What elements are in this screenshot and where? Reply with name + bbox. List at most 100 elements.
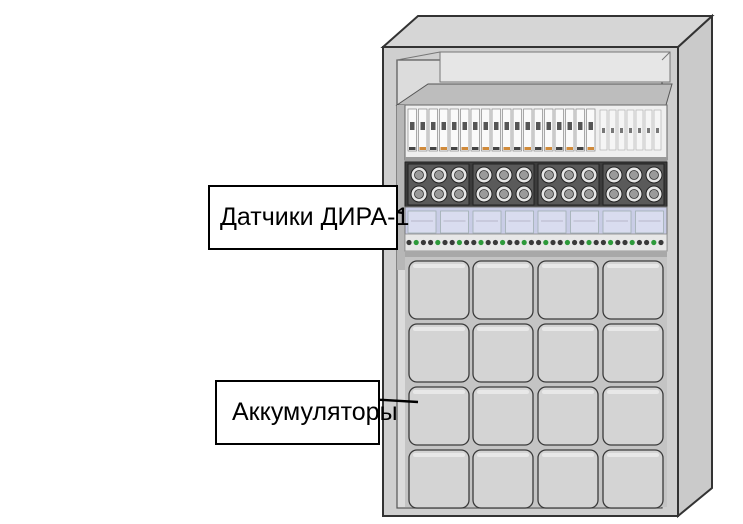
sensor-terminal: [557, 239, 563, 246]
battery-cell: [408, 323, 470, 383]
breaker-slot-toggle: [620, 128, 623, 133]
sensor-terminal: [420, 239, 426, 246]
sensor-module: [407, 210, 437, 234]
battery-cell: [537, 323, 599, 383]
breaker-terminal: [472, 147, 479, 150]
breaker-terminal: [545, 147, 552, 150]
battery-highlight: [607, 390, 659, 394]
fan-hub: [499, 170, 509, 180]
sensor-terminal: [536, 239, 542, 246]
battery-highlight: [607, 327, 659, 331]
battery-cell: [602, 323, 664, 383]
fan-hub: [479, 189, 489, 199]
batteries-label: Аккумуляторы: [232, 398, 398, 426]
breaker-terminal: [409, 147, 416, 150]
battery-cell: [472, 449, 534, 509]
sensor-terminal: [600, 239, 607, 246]
sensor-module: [570, 210, 599, 234]
battery-cell: [408, 386, 470, 446]
sensor-terminal: [456, 239, 462, 246]
sensor-terminal: [471, 239, 477, 246]
fan-hub: [414, 189, 424, 199]
fan-hub: [584, 189, 594, 199]
fan-hub: [649, 189, 659, 199]
breaker-toggle: [536, 122, 541, 130]
fan-hub: [609, 189, 619, 199]
breaker-terminal: [430, 147, 437, 150]
breaker-toggle: [431, 122, 436, 130]
fan-hub: [519, 189, 529, 199]
sensor-terminal: [442, 239, 448, 246]
breaker-toggle: [515, 122, 520, 130]
battery-highlight: [477, 390, 529, 394]
sensor-terminal: [406, 239, 412, 246]
battery-grid: [405, 257, 667, 509]
breaker-toggle: [441, 122, 446, 130]
fan-hub: [564, 170, 574, 180]
fan-hub: [434, 189, 444, 199]
battery-highlight: [477, 327, 529, 331]
breaker-terminal: [556, 147, 563, 150]
sensor-rail: [405, 251, 667, 257]
battery-cell: [537, 260, 599, 320]
batteries-label-box: Аккумуляторы: [215, 380, 398, 445]
breaker-terminal: [482, 147, 489, 150]
battery-cell: [602, 260, 664, 320]
cabinet-back-wall: [439, 51, 671, 83]
battery-cell: [472, 260, 534, 320]
sensor-terminal: [514, 239, 520, 246]
breaker-toggle: [567, 122, 572, 130]
battery-highlight: [542, 453, 594, 457]
sensor-terminal: [485, 239, 491, 246]
fan-hub: [564, 189, 574, 199]
sensor-terminal: [608, 239, 614, 246]
sensor-terminal: [449, 239, 455, 246]
cabinet: [380, 13, 715, 519]
sensor-module: [440, 210, 469, 234]
battery-highlight: [607, 264, 659, 268]
sensor-module: [537, 210, 567, 234]
sensor-terminal: [593, 239, 599, 246]
battery-cell: [537, 386, 599, 446]
fan-hub: [544, 189, 554, 199]
battery-highlight: [413, 327, 465, 331]
battery-cell: [602, 386, 664, 446]
fan-hub: [584, 170, 594, 180]
fan-hub: [434, 170, 444, 180]
fan-hub: [454, 170, 464, 180]
battery-highlight: [477, 264, 529, 268]
sensor-module: [505, 210, 534, 234]
fan-hub: [609, 170, 619, 180]
sensor-terminal: [543, 239, 549, 246]
breaker-toggle: [557, 122, 562, 130]
battery-highlight: [542, 327, 594, 331]
breaker-toggle: [588, 122, 593, 130]
breaker-terminal: [419, 147, 426, 150]
fan-hub: [629, 189, 639, 199]
breaker-terminal: [535, 147, 542, 150]
sensor-band: [404, 206, 668, 257]
battery-highlight: [477, 453, 529, 457]
sensor-terminal: [521, 239, 527, 246]
sensor-module: [635, 210, 664, 234]
sensor-terminal: [564, 239, 571, 246]
breaker-terminal: [461, 147, 468, 150]
sensor-terminal: [651, 239, 657, 246]
sensor-terminal: [492, 239, 498, 246]
breaker-terminal: [566, 147, 573, 150]
sensor-terminal: [464, 239, 470, 246]
battery-cell: [472, 386, 534, 446]
sensor-terminal: [528, 239, 535, 246]
sensor-module: [472, 210, 502, 234]
sensor-terminal: [636, 239, 643, 246]
breaker-panel: [404, 104, 668, 162]
breaker-toggle: [525, 122, 530, 130]
breaker-toggle: [578, 122, 583, 130]
fan-hub: [499, 189, 509, 199]
breaker-toggle: [462, 122, 467, 130]
fan-hub: [454, 189, 464, 199]
sensor-terminal: [586, 239, 592, 246]
breaker-terminal: [524, 147, 531, 150]
fan-hub: [479, 170, 489, 180]
breaker-slot-toggle: [656, 128, 659, 133]
